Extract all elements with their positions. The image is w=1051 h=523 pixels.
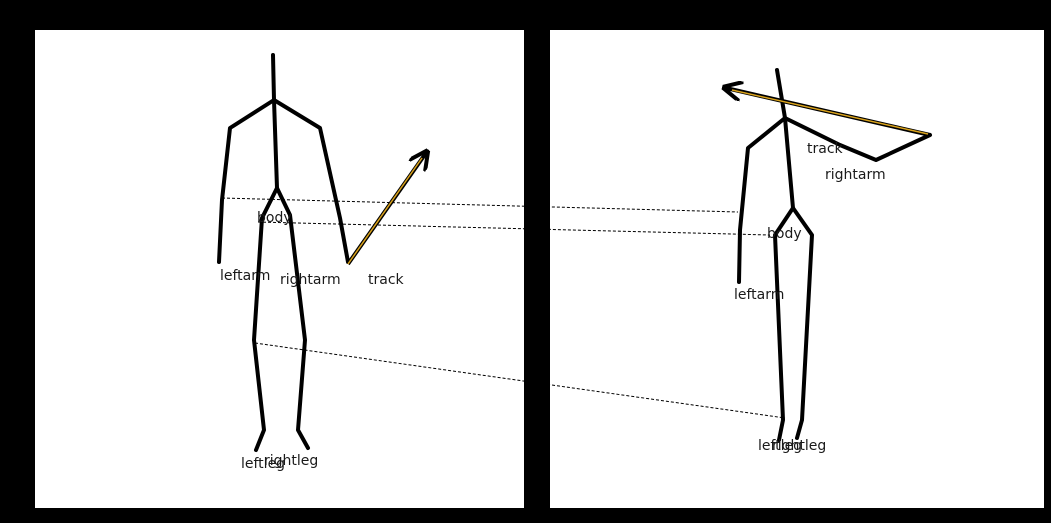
left-label-rightarm: rightarm [280, 272, 341, 288]
right-label-rightarm: rightarm [825, 167, 886, 183]
left-figure-left-arm [219, 100, 274, 262]
correspondence-line-knee [255, 343, 785, 418]
left-label-rightleg: rightleg [264, 453, 318, 469]
right-figure-right-leg [793, 208, 812, 438]
left-figure-right-leg [277, 188, 308, 448]
right-stick-figure [739, 70, 930, 440]
left-figure-right-arm [274, 100, 348, 262]
right-figure-left-leg [775, 208, 793, 440]
right-track-arrow [726, 88, 930, 135]
right-figure-left-arm [739, 118, 785, 282]
left-figure-left-leg [254, 188, 277, 450]
left-label-track: track [368, 272, 405, 288]
correspondence-line-hip [258, 222, 770, 235]
right-label-body: body [767, 226, 802, 242]
right-figure-spine [777, 70, 793, 208]
right-label-rightleg: rightleg [772, 438, 826, 454]
left-figure-spine [273, 55, 277, 188]
right-label-track: track [807, 141, 844, 157]
left-track-arrow [348, 153, 426, 264]
right-label-leftarm: leftarm [734, 287, 784, 303]
left-label-body: body [257, 210, 292, 226]
left-stick-figure [219, 55, 348, 450]
left-label-leftarm: leftarm [220, 268, 270, 284]
correspondence-line-shoulder [222, 198, 738, 212]
correspondence-lines [222, 198, 785, 418]
